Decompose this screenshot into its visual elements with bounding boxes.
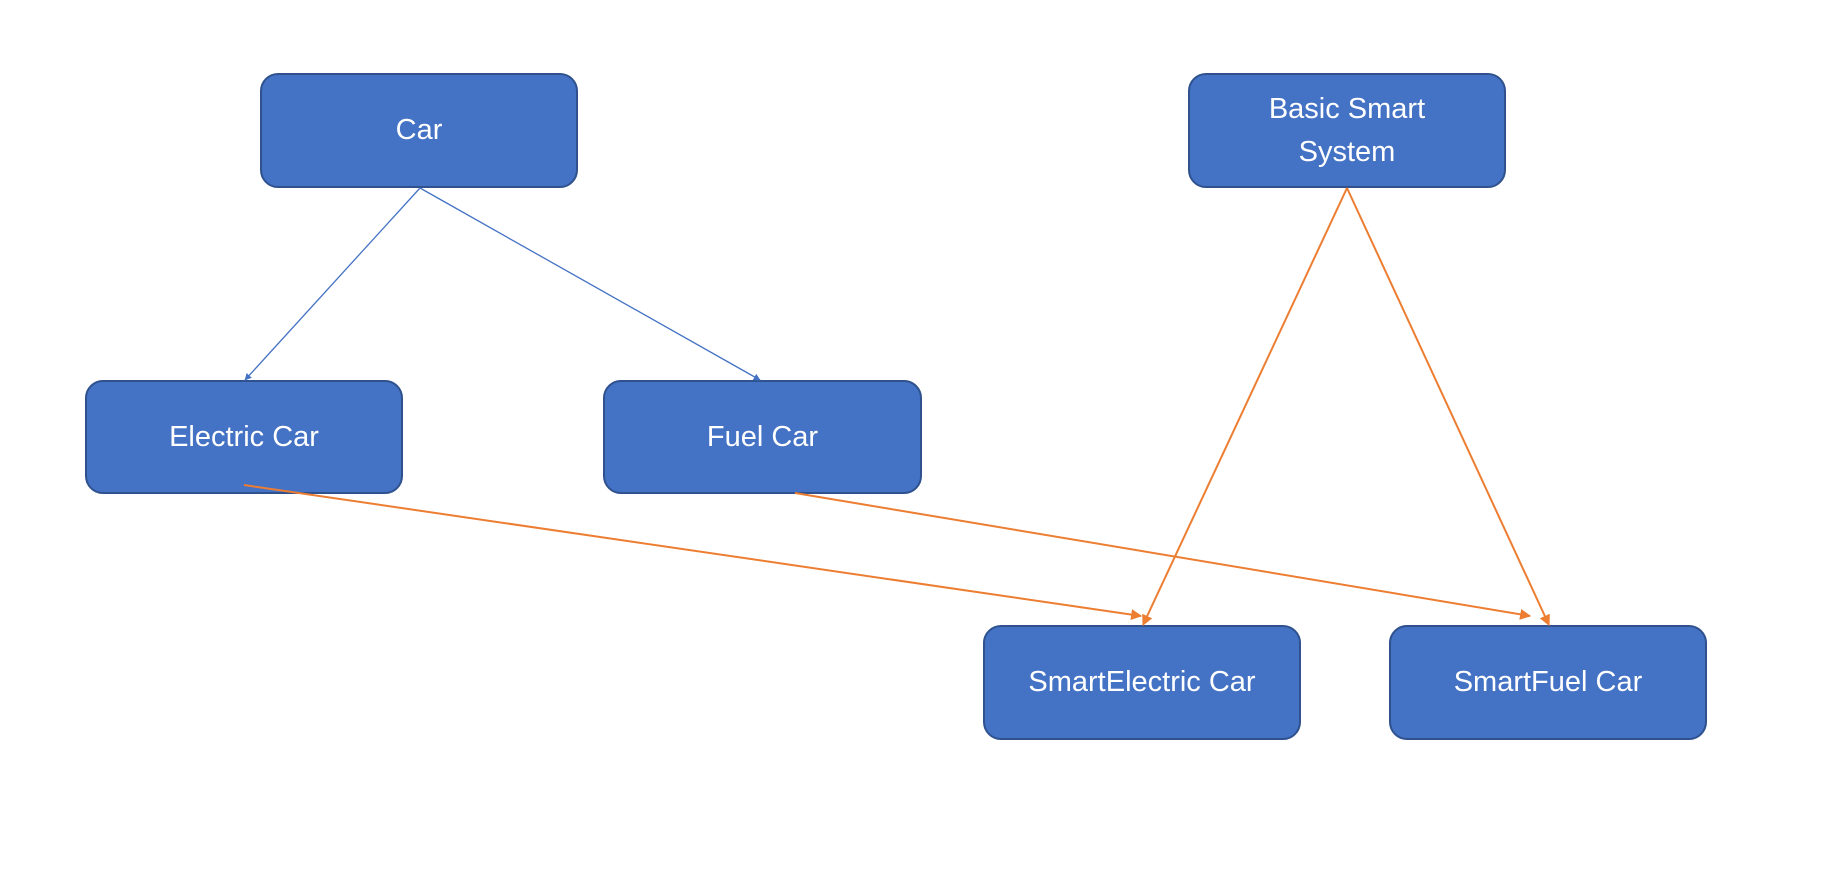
- edge-car-to-fuel-car: [419, 187, 761, 381]
- edge-basic-smart-system-to-smart-electric-car: [1142, 187, 1348, 626]
- node-smart-electric-car[interactable]: SmartElectric Car: [983, 625, 1301, 740]
- edge-basic-smart-system-to-smart-fuel-car: [1346, 187, 1550, 626]
- node-label: SmartElectric Car: [1028, 666, 1256, 698]
- edge-fuel-car-to-smart-fuel-car: [794, 492, 1532, 620]
- node-smart-fuel-car[interactable]: SmartFuel Car: [1389, 625, 1707, 740]
- node-electric-car[interactable]: Electric Car: [85, 380, 403, 494]
- node-label: Basic Smart System: [1268, 92, 1426, 168]
- node-label: Car: [395, 114, 443, 146]
- node-car[interactable]: Car: [260, 73, 578, 188]
- node-label: SmartFuel Car: [1453, 666, 1643, 698]
- edge-car-to-electric-car: [244, 187, 421, 381]
- node-fuel-car[interactable]: Fuel Car: [603, 380, 922, 494]
- node-label: Fuel Car: [706, 420, 819, 453]
- node-label: Electric Car: [169, 420, 319, 453]
- node-basic-smart-system[interactable]: Basic Smart System: [1188, 73, 1506, 188]
- edge-electric-car-to-smart-electric-car: [243, 484, 1143, 621]
